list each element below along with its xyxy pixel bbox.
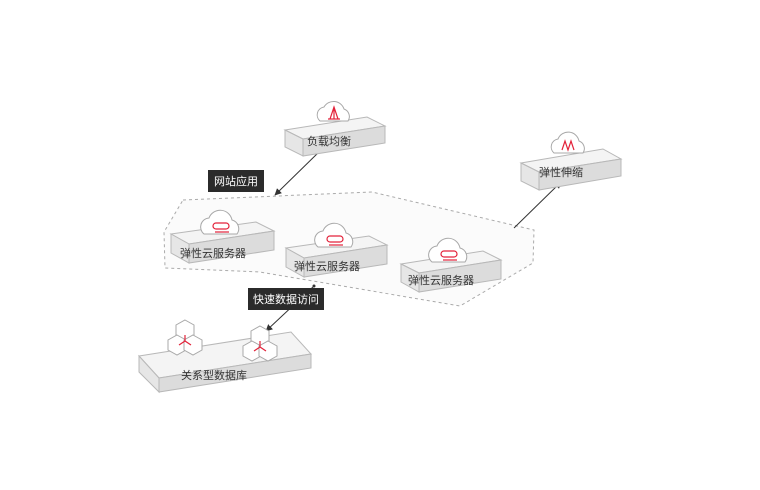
ecs-label-3: 弹性云服务器 bbox=[408, 273, 474, 287]
database-cluster-icon bbox=[167, 319, 203, 356]
server-icon bbox=[200, 209, 240, 235]
load-balancer-icon bbox=[316, 101, 350, 122]
server-icon bbox=[314, 222, 354, 248]
database-cluster-icon bbox=[242, 325, 278, 362]
ecs-label-2: 弹性云服务器 bbox=[294, 259, 360, 273]
web-app-tag: 网站应用 bbox=[208, 170, 264, 192]
auto-scaling-node[interactable]: 弹性伸缩 bbox=[519, 131, 623, 191]
auto-scaling-icon bbox=[550, 131, 585, 154]
ecs-node-1[interactable]: 弹性云服务器 bbox=[169, 209, 276, 264]
ecs-node-3[interactable]: 弹性云服务器 bbox=[399, 237, 503, 293]
edge-lb-to-web bbox=[274, 149, 322, 196]
auto-scaling-label: 弹性伸缩 bbox=[539, 165, 583, 179]
server-icon bbox=[428, 237, 468, 263]
fast-access-label: 快速数据访问 bbox=[253, 292, 319, 306]
fast-access-tag: 快速数据访问 bbox=[248, 288, 324, 310]
ecs-label-1: 弹性云服务器 bbox=[180, 246, 246, 260]
web-app-tag-label: 网站应用 bbox=[214, 174, 258, 188]
edge-as-to-web bbox=[513, 181, 562, 229]
rds-label: 关系型数据库 bbox=[181, 368, 247, 382]
load-balancer-label: 负载均衡 bbox=[307, 134, 351, 148]
ecs-node-2[interactable]: 弹性云服务器 bbox=[284, 222, 389, 278]
load-balancer-node[interactable]: 负载均衡 bbox=[283, 101, 387, 157]
rds-node[interactable]: 关系型数据库 bbox=[138, 319, 312, 394]
